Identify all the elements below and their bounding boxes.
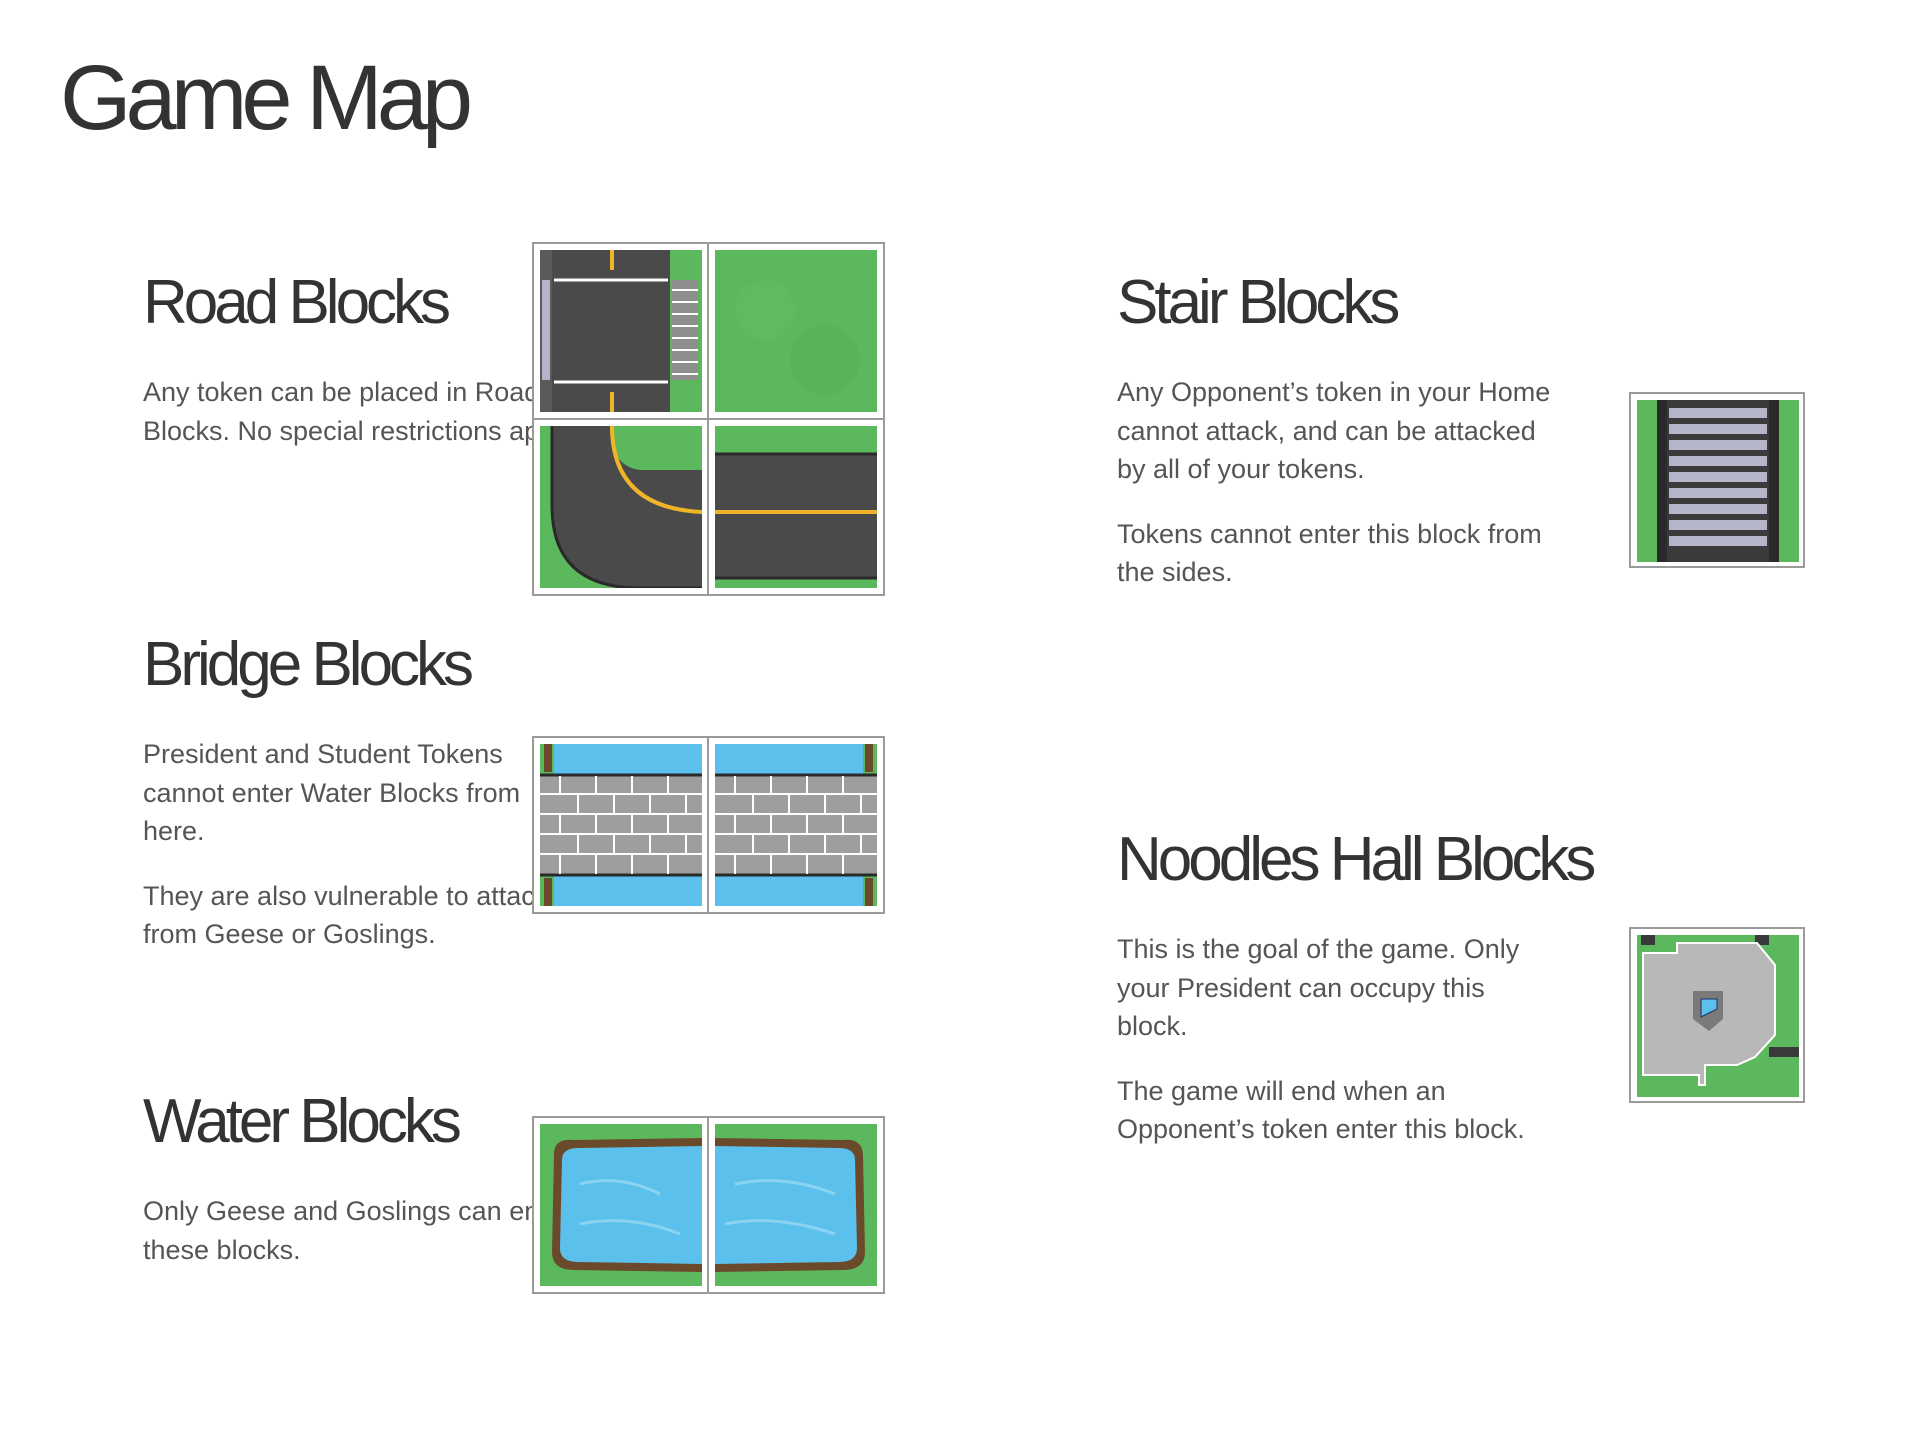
grass-icon	[715, 250, 877, 412]
water-blocks-description: Only Geese and Goslings can enter these …	[143, 1192, 583, 1295]
bridge-tile-right	[707, 736, 885, 914]
road-tile-curve	[532, 418, 710, 596]
noodles-hall-blocks-description: This is the goal of the game. Only your …	[1117, 930, 1557, 1175]
noodles-hall-blocks-text-2: The game will end when an Opponent’s tok…	[1117, 1075, 1525, 1145]
stairs-icon	[1637, 400, 1799, 562]
bridge-tile-left	[532, 736, 710, 914]
road-straight-horizontal-icon	[715, 426, 877, 588]
water-blocks-text-1: Only Geese and Goslings can enter these …	[143, 1196, 571, 1265]
bridge-blocks-text-2: They are also vulnerable to attacks from…	[143, 880, 562, 950]
bridge-icon	[540, 744, 702, 906]
road-tile-horizontal	[707, 418, 885, 596]
bridge-blocks-description: President and Student Tokens cannot ente…	[143, 735, 583, 980]
noodles-hall-blocks-title: Noodles Hall Blocks	[1117, 825, 1596, 894]
road-blocks-title: Road Blocks	[143, 268, 451, 337]
water-blocks-title: Water Blocks	[143, 1087, 462, 1156]
page-title: Game Map	[60, 47, 473, 149]
road-straight-vertical-icon	[540, 250, 702, 412]
stair-blocks-title: Stair Blocks	[1117, 268, 1400, 337]
road-blocks-description: Any token can be placed in Road Blocks. …	[143, 373, 583, 476]
road-blocks-text-1: Any token can be placed in Road Blocks. …	[143, 377, 580, 446]
water-tile-right	[707, 1116, 885, 1294]
stair-tile	[1629, 392, 1805, 568]
road-curve-icon	[540, 426, 702, 588]
grass-tile	[707, 242, 885, 420]
bridge-blocks-title: Bridge Blocks	[143, 630, 474, 699]
stair-blocks-text-2: Tokens cannot enter this block from the …	[1117, 518, 1542, 588]
water-icon	[715, 1124, 877, 1286]
stair-blocks-description: Any Opponent’s token in your Home cannot…	[1117, 373, 1557, 618]
water-icon	[540, 1124, 702, 1286]
water-tile-left	[532, 1116, 710, 1294]
noodles-hall-tile	[1629, 927, 1805, 1103]
noodles-hall-blocks-text-1: This is the goal of the game. Only your …	[1117, 934, 1520, 1041]
bridge-blocks-text-1: President and Student Tokens cannot ente…	[143, 739, 521, 846]
noodles-hall-icon	[1637, 935, 1799, 1097]
stair-blocks-text-1: Any Opponent’s token in your Home cannot…	[1117, 377, 1551, 484]
bridge-icon	[715, 744, 877, 906]
road-tile-vertical	[532, 242, 710, 420]
